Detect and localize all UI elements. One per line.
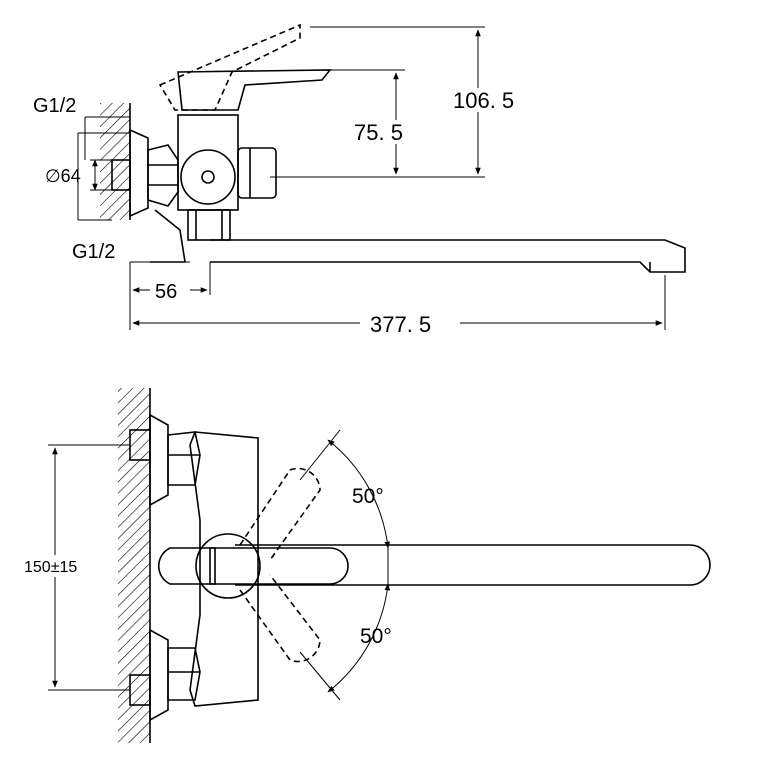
spout-side [210, 239, 686, 273]
wall-flange [129, 128, 149, 218]
mixer-body-side [177, 114, 239, 211]
lever-rotated-up [239, 467, 321, 561]
spout-nut [187, 209, 231, 241]
wall-hatch-top [100, 103, 130, 220]
side-view [100, 23, 686, 273]
flange-upper [149, 413, 169, 507]
angle-arc-lower [327, 583, 391, 693]
lever-side-raised [158, 23, 301, 111]
lever-hub [195, 533, 261, 599]
dim-centers: 150±15 [24, 559, 77, 576]
dim-height-total: 106. 5 [453, 88, 514, 113]
dim-length: 377. 5 [370, 312, 431, 337]
dim-diameter: ∅64 [45, 166, 81, 186]
diverter-knob [237, 147, 277, 199]
dim-thread-top: G1/2 [33, 95, 76, 117]
dim-height-mid: 75. 5 [354, 120, 403, 145]
flange-lower [149, 628, 169, 722]
nut-upper [167, 431, 201, 486]
nut-lower [167, 647, 201, 701]
top-view [118, 388, 711, 743]
lever-top [209, 547, 349, 585]
cartridge-dial [180, 149, 236, 205]
dim-thread-bottom: G1/2 [72, 241, 115, 263]
wall-hatch-bottom [118, 388, 150, 743]
dim-angle-upper: 50° [352, 485, 384, 508]
angle-arc-upper [327, 439, 391, 549]
hex-nut-side [147, 144, 179, 207]
lever-side [177, 69, 332, 111]
mixer-body-top [189, 431, 259, 707]
dim-offset: 56 [155, 281, 177, 303]
dim-angle-lower: 50° [360, 625, 392, 648]
spout-top [235, 544, 711, 586]
eccentric-connector [111, 159, 131, 191]
